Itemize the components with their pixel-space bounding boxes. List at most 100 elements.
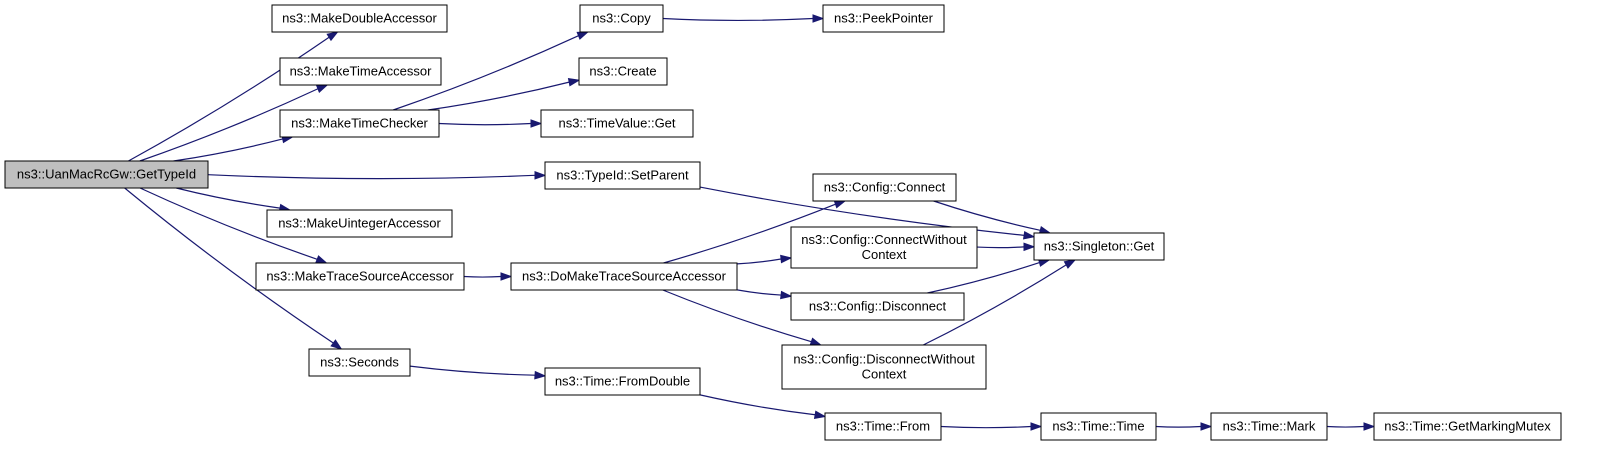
arrowhead-icon [833,200,847,209]
edge-root-to-make_uinteger_accessor [176,187,292,213]
node-root[interactable]: ns3::UanMacRcGw::GetTypeId [4,160,209,189]
edge-line [1155,425,1202,428]
node-peek-pointer[interactable]: ns3::PeekPointer [822,4,945,33]
node-box [279,109,440,138]
node-label: ns3::MakeTimeAccessor [290,64,433,79]
node-box [540,109,694,138]
edge-line [1326,425,1365,428]
node-box [1040,412,1157,441]
edge-line [128,36,330,162]
edge-line [139,187,318,260]
edge-line [662,289,812,343]
node-box [1210,412,1328,441]
node-make-trace-source-accessor[interactable]: ns3::MakeTraceSourceAccessor [255,262,465,291]
edge-config_disconnect_without_context-to-singleton_get [922,259,1077,346]
arrowhead-icon [1030,422,1043,431]
edge-do_make_trace_source_accessor-to-config_disconnect_without_context [662,289,823,346]
node-time-from-double[interactable]: ns3::Time::FromDouble [544,367,701,396]
node-singleton-get[interactable]: ns3::Singleton::Get [1033,232,1165,261]
node-make-double-accessor[interactable]: ns3::MakeDoubleAccessor [271,4,448,33]
node-label: ns3::DoMakeTraceSourceAccessor [522,269,727,284]
node-label: Context [862,367,907,382]
edge-time_from-to-time_time [940,422,1043,431]
edge-line [139,88,319,162]
edge-do_make_trace_source_accessor-to-config_disconnect [736,289,793,300]
node-box [271,4,448,33]
arrowhead-icon [315,84,329,93]
node-label: ns3::UanMacRcGw::GetTypeId [17,167,196,182]
edge-line [438,122,532,126]
edge-config_connect_without_context-to-singleton_get [976,242,1036,252]
edge-line [124,187,334,344]
node-time-mark[interactable]: ns3::Time::Mark [1210,412,1328,441]
edge-line [662,17,814,22]
edge-line [663,203,836,264]
arrowhead-icon [809,337,823,346]
node-label: ns3::Time::GetMarkingMutex [1384,419,1551,434]
node-box [812,173,957,202]
node-box [266,209,453,238]
node-time-get-marking-mutex[interactable]: ns3::Time::GetMarkingMutex [1373,412,1562,441]
node-label: ns3::Seconds [320,355,399,370]
node-label: ns3::TimeValue::Get [558,116,675,131]
node-make-time-checker[interactable]: ns3::MakeTimeChecker [279,109,440,138]
node-config-disconnect[interactable]: ns3::Config::Disconnect [790,292,965,321]
node-time-from[interactable]: ns3::Time::From [824,412,942,441]
node-do-make-trace-source-accessor[interactable]: ns3::DoMakeTraceSourceAccessor [510,262,738,291]
arrowhead-icon [1063,259,1077,269]
node-label: ns3::Singleton::Get [1044,239,1155,254]
edge-line [976,246,1025,249]
node-make-time-accessor[interactable]: ns3::MakeTimeAccessor [279,57,442,86]
edge-line [927,262,1040,294]
edge-root-to-make_time_checker [173,134,294,162]
node-label: ns3::MakeTraceSourceAccessor [266,269,454,284]
edge-layer [124,14,1376,431]
node-create[interactable]: ns3::Create [578,57,668,86]
node-seconds[interactable]: ns3::Seconds [308,348,411,377]
edge-root-to-typeid_set_parent [207,171,547,180]
node-box [544,161,701,190]
node-make-uinteger-accessor[interactable]: ns3::MakeUintegerAccessor [266,209,453,238]
arrowhead-icon [1022,231,1036,240]
node-layer: ns3::UanMacRcGw::GetTypeId ns3::MakeDoubl… [4,4,1562,441]
edge-line [699,394,816,416]
arrowhead-icon [812,14,825,23]
node-box [790,226,978,269]
node-label: ns3::Time::Time [1052,419,1144,434]
arrowhead-icon [500,272,513,281]
edge-do_make_trace_source_accessor-to-config_connect_without_context [736,254,793,265]
node-label: ns3::MakeDoubleAccessor [282,11,437,26]
edge-line [173,138,283,162]
node-label: ns3::Config::Disconnect [809,299,947,314]
arrowhead-icon [813,410,827,419]
node-box [4,160,209,189]
node-config-connect[interactable]: ns3::Config::Connect [812,173,957,202]
node-time-time[interactable]: ns3::Time::Time [1040,412,1157,441]
node-typeid-set-parent[interactable]: ns3::TypeId::SetParent [544,161,701,190]
edge-seconds-to-time_from_double [409,365,547,380]
arrowhead-icon [1023,242,1036,252]
node-box [279,57,442,86]
node-time-value-get[interactable]: ns3::TimeValue::Get [540,109,694,138]
arrowhead-icon [1363,422,1376,431]
node-box [781,344,987,390]
node-label: ns3::Config::DisconnectWithout [793,352,975,367]
node-copy[interactable]: ns3::Copy [579,4,664,33]
edge-line [922,264,1067,346]
node-label: ns3::Config::ConnectWithout [801,232,967,247]
node-box [824,412,942,441]
edge-line [933,200,1041,231]
node-label: ns3::MakeTimeChecker [291,116,428,131]
node-label: ns3::Copy [592,11,651,26]
node-label: ns3::TypeId::SetParent [556,168,689,183]
node-box [790,292,965,321]
node-box [822,4,945,33]
edge-time_from_double-to-time_from [699,394,827,419]
arrowhead-icon [1200,422,1213,431]
node-label: ns3::Create [589,64,656,79]
edge-line [207,174,536,180]
arrowhead-icon [315,255,328,264]
arrowhead-icon [567,77,581,87]
